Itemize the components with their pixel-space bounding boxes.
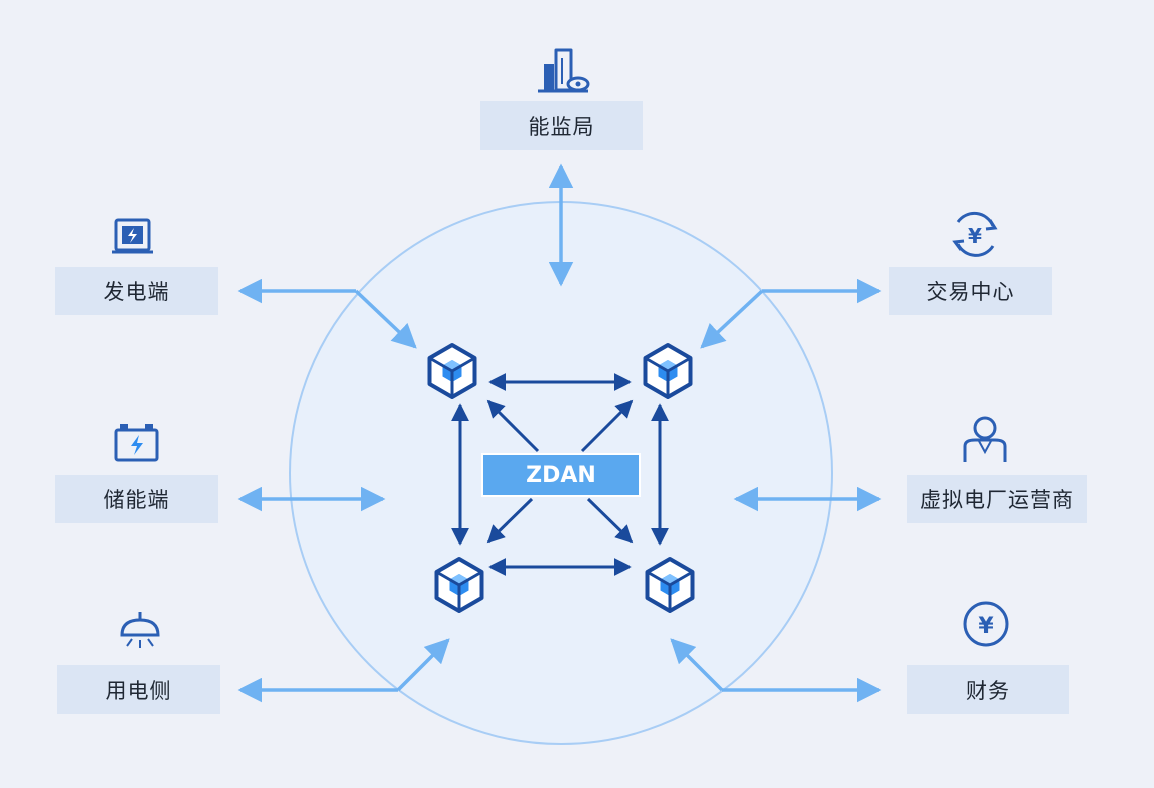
power-meter-icon — [112, 218, 153, 254]
node-cube-top-right — [643, 343, 693, 399]
node-cube-bottom-left — [434, 557, 484, 613]
arrow-generation-in — [354, 289, 417, 349]
node-cube-bottom-right — [645, 557, 695, 613]
node-finance-label: 财务 — [966, 678, 1010, 703]
node-consumption-label: 用电侧 — [105, 678, 172, 703]
ceiling-lamp-icon — [120, 612, 160, 648]
svg-text:¥: ¥ — [968, 224, 982, 248]
node-storage-label: 储能端 — [103, 488, 170, 512]
node-finance: 财务 — [907, 665, 1069, 714]
center-zdan-box: ZDAN — [481, 453, 641, 497]
link-diag-br — [586, 497, 634, 544]
node-regulator: 能监局 — [480, 101, 643, 150]
node-trading-label: 交易中心 — [926, 280, 1015, 304]
yuan-coin-icon: ¥ — [963, 601, 1009, 647]
user-icon — [963, 416, 1007, 462]
building-eye-icon — [538, 48, 590, 93]
node-generation: 发电端 — [55, 267, 218, 315]
node-consumption: 用电侧 — [57, 665, 220, 714]
arrow-consumption-in — [396, 638, 450, 692]
center-label: ZDAN — [526, 462, 596, 488]
link-diag-bl — [486, 497, 534, 544]
link-diag-tr — [580, 399, 634, 453]
arrow-trading-in — [700, 289, 764, 349]
node-generation-label: 发电端 — [103, 280, 170, 304]
node-trading: 交易中心 — [889, 267, 1052, 315]
yuan-exchange-icon: ¥ — [952, 211, 998, 257]
svg-text:¥: ¥ — [978, 614, 994, 639]
node-vpp-operator-label: 虚拟电厂运营商 — [920, 488, 1074, 512]
node-storage: 储能端 — [55, 475, 218, 523]
node-regulator-label: 能监局 — [528, 114, 595, 139]
arrow-finance-in — [670, 638, 724, 692]
battery-icon — [114, 424, 159, 462]
node-vpp-operator: 虚拟电厂运营商 — [907, 475, 1087, 523]
link-diag-tl — [486, 399, 540, 453]
node-cube-top-left — [427, 343, 477, 399]
